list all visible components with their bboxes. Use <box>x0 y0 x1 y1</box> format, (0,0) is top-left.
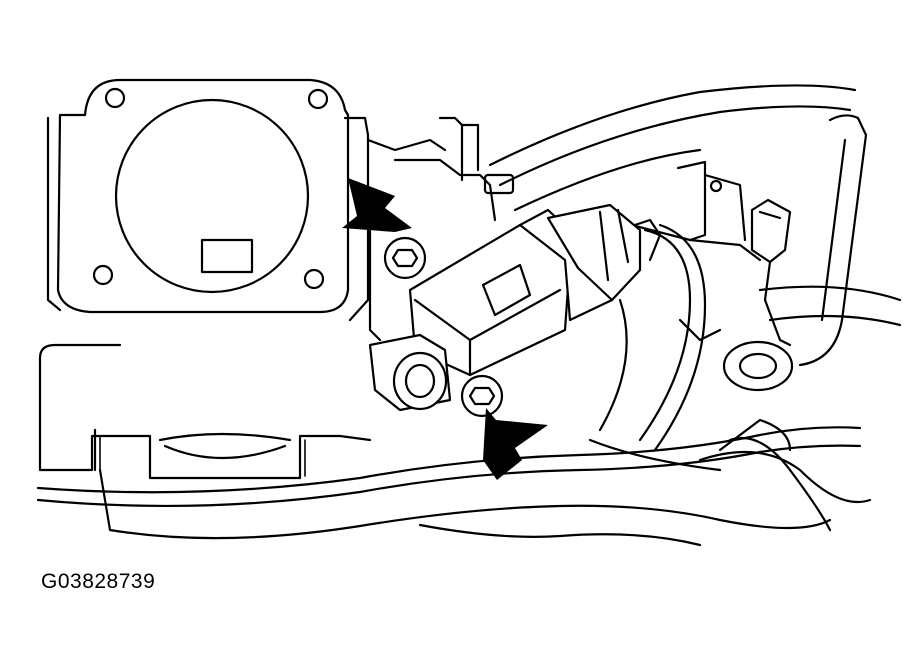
throttle-body-flange <box>46 78 350 314</box>
hose-fitting <box>722 340 794 392</box>
callout-arrow-lower <box>483 408 548 480</box>
mounting-screw-lower <box>460 374 504 418</box>
upper-hoses <box>488 84 902 367</box>
mounting-screw-upper <box>383 236 427 280</box>
side-connector <box>750 198 792 347</box>
mounting-bracket <box>610 160 762 262</box>
lower-housing <box>38 343 372 480</box>
throttle-side-body <box>343 116 515 342</box>
figure-id-label: G03828739 <box>41 570 156 593</box>
mount-boss-left <box>368 333 452 412</box>
wiring-harness <box>588 223 722 472</box>
lower-hose-bundle <box>36 418 872 547</box>
sensor-body <box>408 203 662 377</box>
callout-arrow-upper <box>342 178 412 232</box>
